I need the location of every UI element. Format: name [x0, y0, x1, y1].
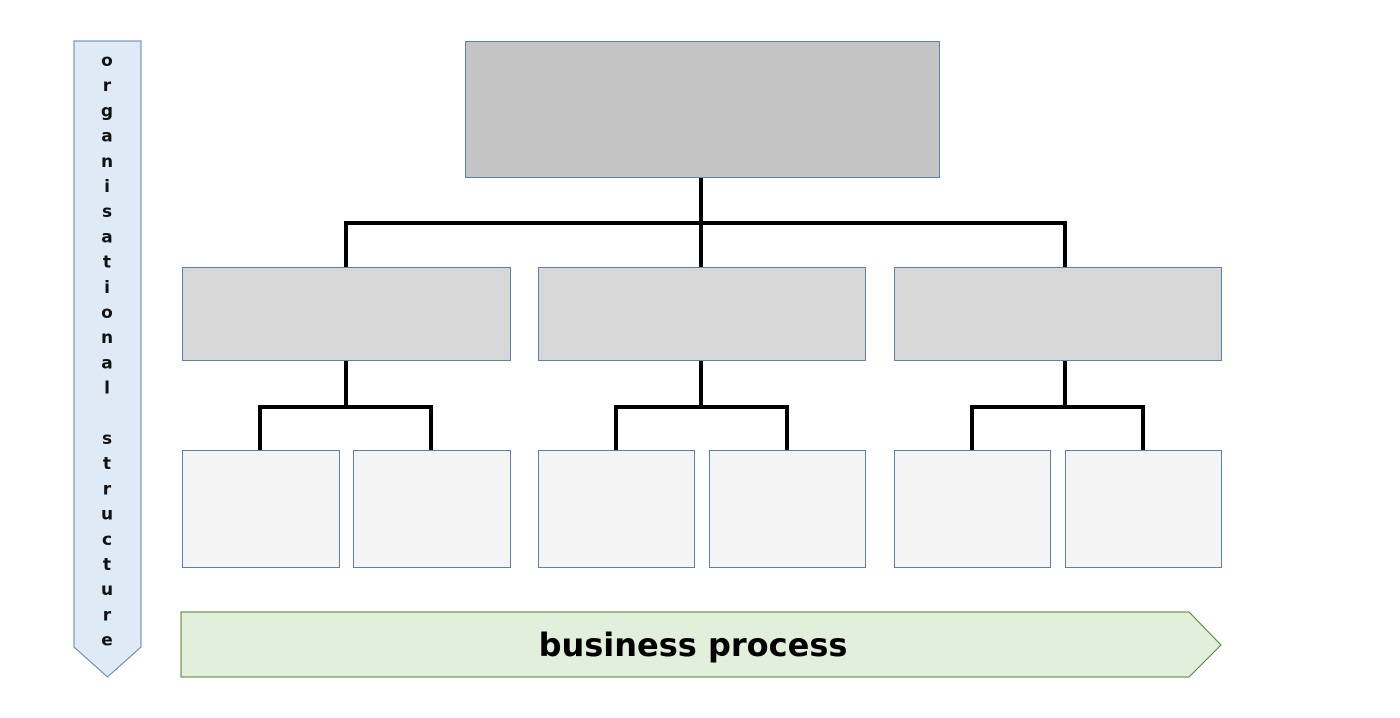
org-leaf-box-6	[1065, 450, 1222, 568]
org-leaf-box-2-rect	[353, 450, 511, 568]
org-mid-box-2	[538, 267, 866, 361]
vertical-label-letter: u	[101, 580, 113, 600]
org-top-box-rect	[465, 41, 940, 178]
vertical-label-letter: t	[103, 454, 111, 474]
business-process-arrow: business process	[180, 611, 1222, 678]
org-leaf-box-5	[894, 450, 1051, 568]
vertical-label-letter: l	[104, 379, 110, 399]
vertical-label-letter: i	[104, 177, 110, 197]
vertical-label-letter: s	[102, 429, 112, 449]
vertical-label-letter: a	[101, 353, 112, 373]
right-branch-connector	[970, 359, 1145, 452]
vertical-label-letter: r	[103, 479, 112, 499]
vertical-label-letter: e	[101, 631, 113, 651]
org-leaf-box-6-rect	[1065, 450, 1222, 568]
connector-lines	[258, 176, 1145, 452]
org-leaf-box-4-rect	[709, 450, 866, 568]
center-branch-connector	[614, 359, 789, 452]
vertical-label-letter: i	[104, 278, 110, 298]
vertical-label-letter: t	[103, 253, 111, 273]
vertical-label-letter	[104, 404, 110, 424]
process-arrow-shape	[180, 611, 1222, 678]
vertical-label-letter: o	[101, 51, 113, 71]
vertical-label-letter: s	[102, 202, 112, 222]
org-mid-box-3	[894, 267, 1222, 361]
vertical-arrow-shape	[73, 40, 142, 678]
org-mid-box-2-rect	[538, 267, 866, 361]
org-leaf-box-4	[709, 450, 866, 568]
org-leaf-box-2	[353, 450, 511, 568]
org-leaf-box-3-rect	[538, 450, 695, 568]
vertical-label-letter: n	[101, 328, 113, 348]
root-connector	[344, 176, 1067, 268]
vertical-label-letter: o	[101, 303, 113, 323]
vertical-label-letter: g	[101, 101, 113, 121]
org-leaf-box-3	[538, 450, 695, 568]
org-leaf-box-1-rect	[182, 450, 340, 568]
vertical-label-letter: c	[102, 530, 112, 550]
org-leaf-box-5-rect	[894, 450, 1051, 568]
vertical-label-letter: u	[101, 505, 113, 525]
left-branch-connector	[258, 359, 433, 452]
vertical-label-letter: t	[103, 555, 111, 575]
vertical-label-letter: r	[103, 76, 112, 96]
vertical-label-letter: n	[101, 152, 113, 172]
org-leaf-box-1	[182, 450, 340, 568]
vertical-label-letter: r	[103, 605, 112, 625]
business-process-label: business process	[539, 626, 848, 664]
vertical-label-letter: a	[101, 227, 112, 247]
org-top-box	[465, 41, 940, 178]
vertical-label-letter: a	[101, 127, 112, 147]
org-mid-box-3-rect	[894, 267, 1222, 361]
org-mid-box-1	[182, 267, 511, 361]
org-mid-box-1-rect	[182, 267, 511, 361]
